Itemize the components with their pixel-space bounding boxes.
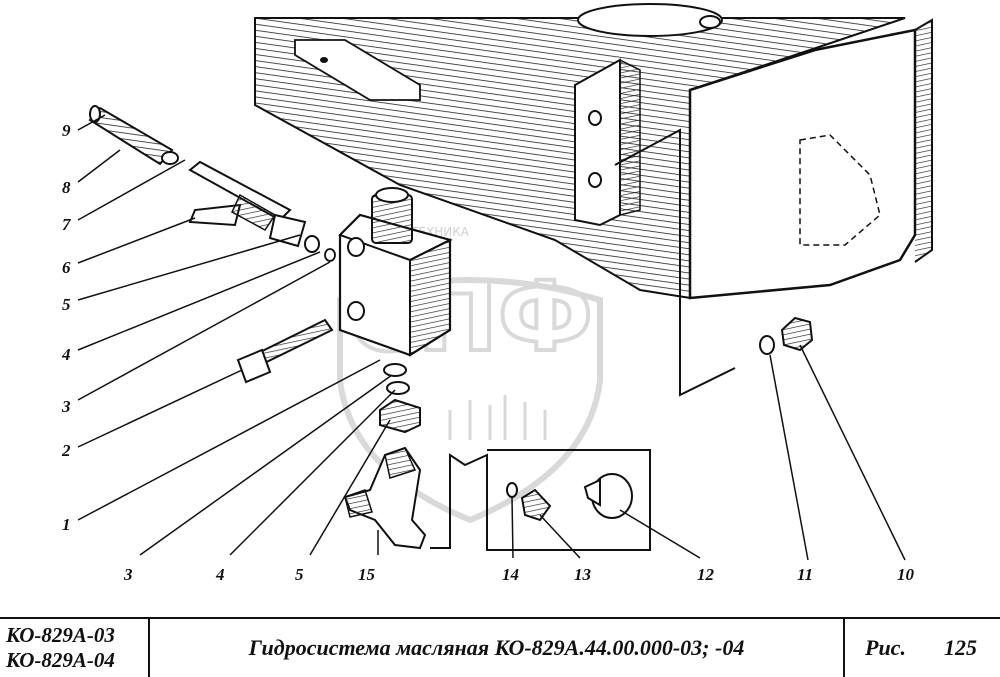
callout-9: 9 [62, 121, 71, 140]
callout-11: 11 [797, 565, 813, 584]
figure-label: Рис. [865, 635, 906, 660]
valve-block [338, 187, 453, 357]
callout-7: 7 [62, 215, 72, 234]
connection-line [430, 449, 651, 551]
model-1-text: КО-829А-03 [6, 623, 115, 647]
callout-4: 4 [61, 345, 71, 364]
right-small-parts [506, 316, 814, 522]
leader-lines [77, 114, 906, 561]
tee-fitting [188, 160, 336, 262]
lower-fittings [343, 363, 427, 550]
callout-12: 12 [697, 565, 715, 584]
callout-3b: 3 [123, 565, 133, 584]
bolt-2 [236, 318, 334, 384]
oil-tank [254, 3, 933, 397]
figure-cell: Рис. 125 [845, 619, 1000, 677]
callout-10: 10 [897, 565, 915, 584]
exploded-assembly-drawing: СПФ ТЕХНИКА [61, 3, 933, 584]
figure-number: 125 [943, 635, 977, 660]
callout-6: 6 [62, 258, 71, 277]
title-block: КО-829А-03 КО-829А-04 Гидросистема масля… [0, 617, 1000, 677]
model-cell: КО-829А-03 КО-829А-04 [0, 619, 150, 677]
callout-1: 1 [62, 515, 71, 534]
callout-15: 15 [358, 565, 376, 584]
drawing-title: Гидросистема масляная КО-829А.44.00.000-… [150, 619, 845, 677]
callout-8: 8 [62, 178, 71, 197]
callout-2: 2 [61, 441, 71, 460]
callout-3: 3 [61, 397, 71, 416]
model-2-text: КО-829А-04 [6, 648, 115, 672]
pipe-hose-9 [88, 105, 179, 166]
callout-4b: 4 [215, 565, 225, 584]
callout-labels: 9 8 7 6 5 4 3 2 1 3 4 5 15 14 13 12 11 1… [61, 121, 915, 584]
callout-5: 5 [62, 295, 71, 314]
callout-5b: 5 [295, 565, 304, 584]
callout-13: 13 [574, 565, 592, 584]
callout-14: 14 [502, 565, 519, 584]
